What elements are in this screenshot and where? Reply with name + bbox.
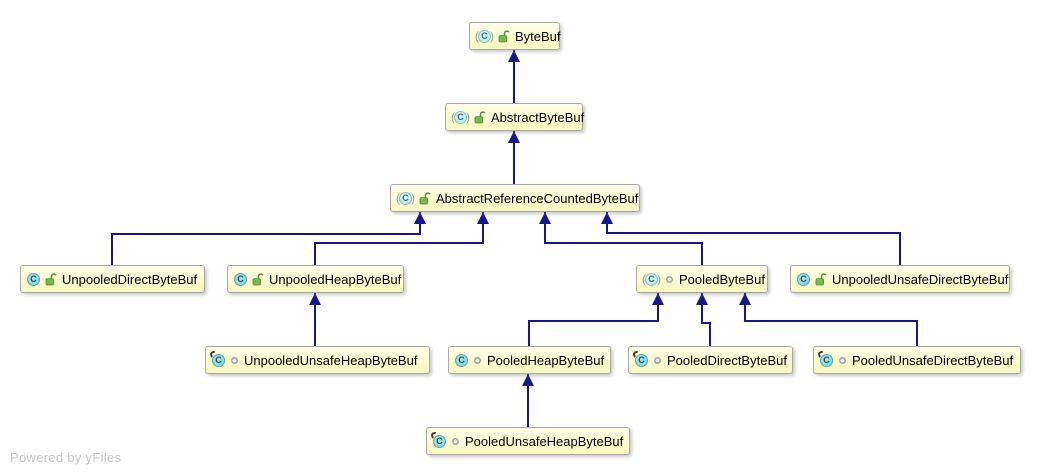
- public-lock-icon: [815, 272, 827, 286]
- generalization-arrowhead: [508, 131, 520, 143]
- generalization-arrowhead: [477, 212, 489, 224]
- abstract-class-icon: (C): [642, 271, 661, 286]
- class-icon: C: [234, 272, 247, 286]
- generalization-arrowhead: [508, 50, 520, 62]
- class-name-label: PooledUnsafeDirectByteBuf: [852, 352, 1014, 368]
- class-name-label: AbstractReferenceCountedByteBuf: [436, 190, 639, 206]
- class-node-UnpooledHeapByteBuf[interactable]: C UnpooledHeapByteBuf: [227, 265, 404, 293]
- package-private-icon: [838, 356, 847, 365]
- inheritance-edge-PooledUnsafeDirectByteBuf-to-PooledByteBuf: [744, 293, 918, 346]
- class-name-label: AbstractByteBuf: [491, 109, 585, 125]
- generalization-arrowhead: [739, 293, 751, 305]
- inheritance-edge-PooledByteBuf-to-AbstractReferenceCountedByteBuf: [544, 212, 703, 265]
- class-node-AbstractByteBuf[interactable]: (C) AbstractByteBuf: [445, 103, 585, 131]
- generalization-arrowhead: [309, 293, 321, 305]
- public-lock-icon: [252, 272, 264, 286]
- class-node-PooledUnsafeDirectByteBuf[interactable]: C PooledUnsafeDirectByteBuf: [813, 346, 1021, 374]
- abstract-class-icon: (C): [451, 109, 470, 124]
- inheritance-edge-UnpooledDirectByteBuf-to-AbstractReferenceCountedByteBuf: [111, 212, 421, 265]
- class-node-PooledHeapByteBuf[interactable]: C PooledHeapByteBuf: [448, 346, 611, 374]
- class-icon: C: [797, 272, 810, 286]
- inheritance-edge-PooledHeapByteBuf-to-PooledByteBuf: [528, 293, 659, 346]
- class-node-PooledByteBuf[interactable]: (C) PooledByteBuf: [636, 265, 768, 293]
- public-lock-icon: [474, 110, 486, 124]
- class-name-label: PooledDirectByteBuf: [667, 352, 787, 368]
- class-node-PooledDirectByteBuf[interactable]: C PooledDirectByteBuf: [628, 346, 793, 374]
- class-name-label: UnpooledUnsafeHeapByteBuf: [244, 352, 418, 368]
- class-node-UnpooledUnsafeHeapByteBuf[interactable]: C UnpooledUnsafeHeapByteBuf: [205, 346, 430, 374]
- public-lock-icon: [45, 272, 57, 286]
- inheritance-edge-PooledDirectByteBuf-to-PooledByteBuf: [701, 293, 711, 346]
- class-name-label: PooledUnsafeHeapByteBuf: [465, 433, 624, 449]
- final-class-icon: C: [430, 430, 446, 448]
- yfiles-watermark: Powered by yFiles: [10, 450, 122, 465]
- class-name-label: PooledByteBuf: [679, 271, 766, 287]
- generalization-arrowhead: [696, 293, 708, 305]
- inheritance-edge-UnpooledUnsafeDirectByteBuf-to-AbstractReferenceCountedByteBuf: [606, 212, 901, 265]
- public-lock-icon: [419, 191, 431, 205]
- class-name-label: UnpooledDirectByteBuf: [62, 271, 198, 287]
- class-icon: C: [455, 353, 468, 367]
- generalization-arrowhead: [601, 212, 613, 224]
- package-private-icon: [653, 356, 662, 365]
- final-class-icon: C: [632, 349, 648, 367]
- package-private-icon: [230, 356, 239, 365]
- generalization-arrowhead: [652, 293, 664, 305]
- class-name-label: PooledHeapByteBuf: [487, 352, 605, 368]
- class-node-AbstractReferenceCountedByteBuf[interactable]: (C) AbstractReferenceCountedByteBuf: [390, 184, 640, 212]
- public-lock-icon: [498, 29, 510, 43]
- generalization-arrowhead: [414, 212, 426, 224]
- class-icon: C: [27, 272, 40, 286]
- inheritance-edge-UnpooledHeapByteBuf-to-AbstractReferenceCountedByteBuf: [314, 212, 484, 265]
- class-node-UnpooledUnsafeDirectByteBuf[interactable]: C UnpooledUnsafeDirectByteBuf: [790, 265, 1010, 293]
- class-node-UnpooledDirectByteBuf[interactable]: C UnpooledDirectByteBuf: [20, 265, 205, 293]
- package-private-icon: [473, 356, 482, 365]
- class-name-label: ByteBuf: [515, 28, 561, 44]
- final-class-icon: C: [817, 349, 833, 367]
- package-private-icon: [451, 437, 460, 446]
- package-private-icon: [665, 275, 674, 284]
- generalization-arrowhead: [539, 212, 551, 224]
- abstract-class-icon: (C): [475, 28, 494, 43]
- class-node-PooledUnsafeHeapByteBuf[interactable]: C PooledUnsafeHeapByteBuf: [426, 427, 630, 455]
- class-name-label: UnpooledHeapByteBuf: [269, 271, 402, 287]
- generalization-arrowhead: [522, 374, 534, 386]
- abstract-class-icon: (C): [396, 190, 415, 205]
- final-class-icon: C: [209, 349, 225, 367]
- class-name-label: UnpooledUnsafeDirectByteBuf: [832, 271, 1009, 287]
- class-node-ByteBuf[interactable]: (C) ByteBuf: [469, 22, 561, 50]
